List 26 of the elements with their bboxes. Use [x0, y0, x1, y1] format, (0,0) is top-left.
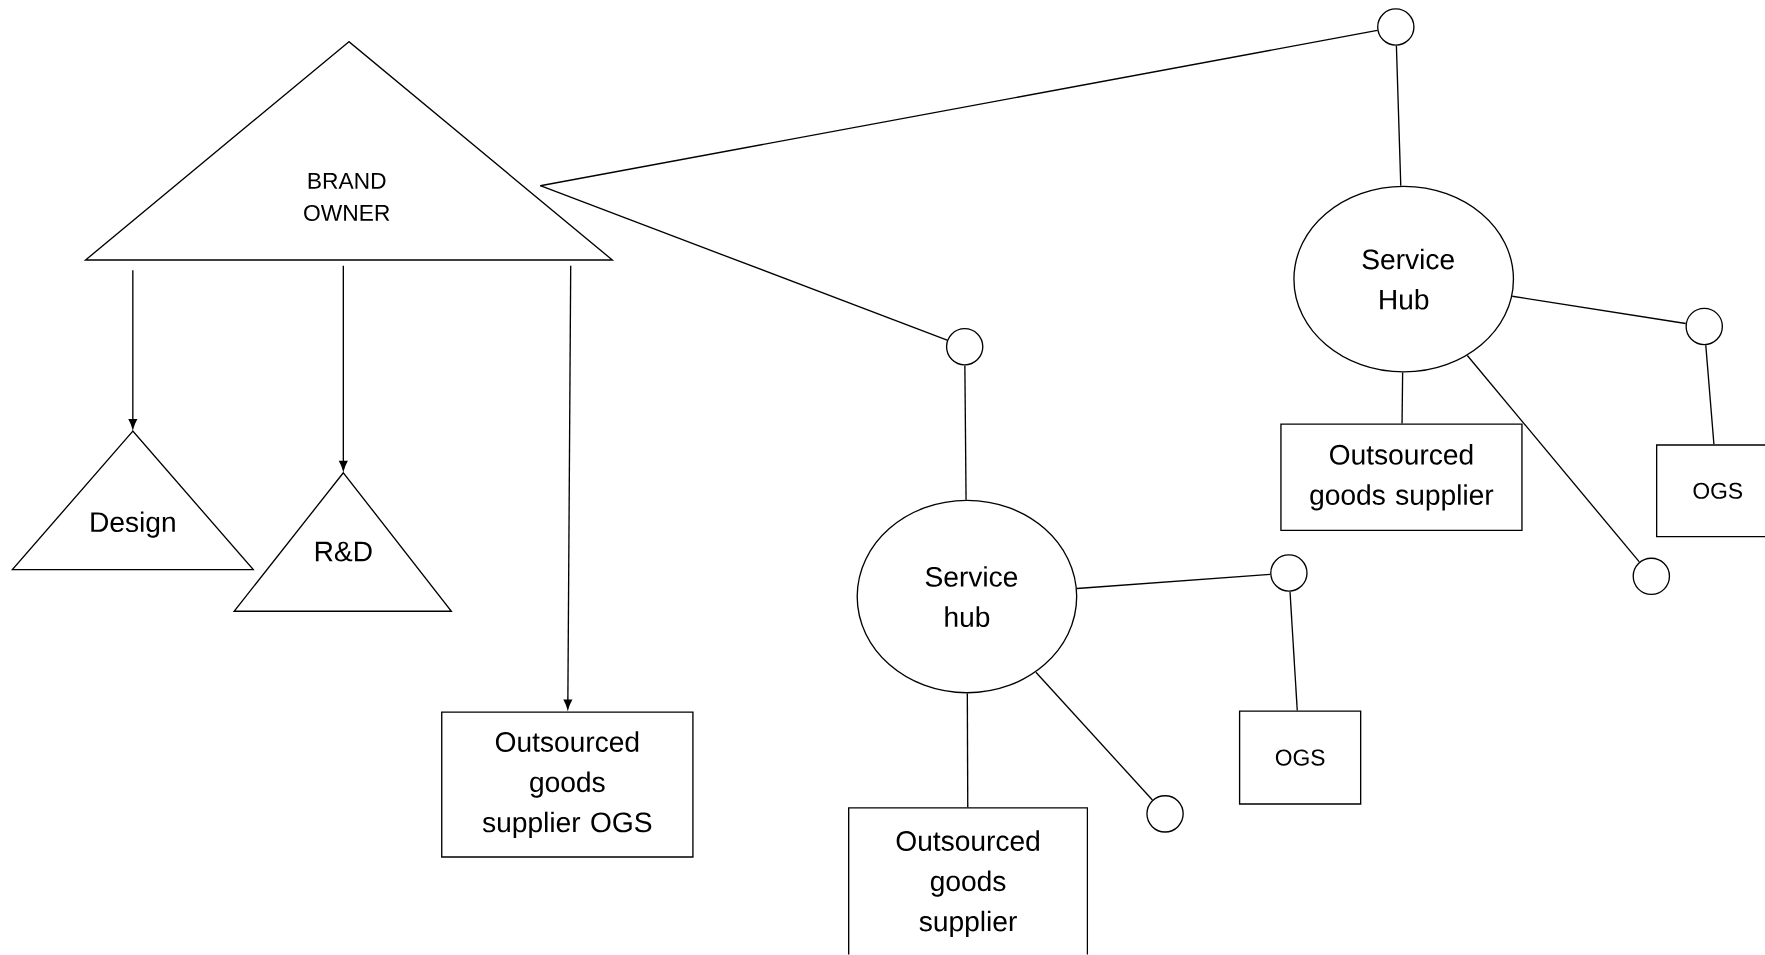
circle-node — [1146, 795, 1184, 833]
connector-line — [1289, 591, 1298, 712]
connector-line — [539, 185, 948, 341]
connector-line — [539, 30, 1379, 187]
circle-node — [1685, 307, 1723, 346]
connector-line — [1035, 671, 1154, 801]
process-box: Outsourced goods supplier — [1280, 423, 1523, 532]
process-box: OGS — [1238, 710, 1362, 805]
process-box: OGS — [1656, 444, 1765, 538]
connector-line — [964, 365, 967, 501]
connector-line — [1401, 372, 1404, 425]
connector-line — [1511, 295, 1687, 325]
connector-line — [966, 693, 969, 809]
circle-node — [945, 328, 984, 366]
circle-node — [1377, 8, 1415, 46]
connector-line — [1076, 573, 1271, 590]
process-box: Outsourced goods supplier OGS — [441, 711, 694, 858]
connector-line — [1395, 45, 1402, 187]
circle-node — [1632, 557, 1671, 596]
process-box: Outsourced goods supplier — [848, 807, 1089, 955]
connector-line — [1466, 355, 1640, 563]
arrow — [563, 265, 573, 710]
connector-line — [1705, 344, 1715, 446]
arrow — [339, 265, 348, 471]
circle-node — [1270, 554, 1308, 592]
arrow — [128, 269, 137, 430]
